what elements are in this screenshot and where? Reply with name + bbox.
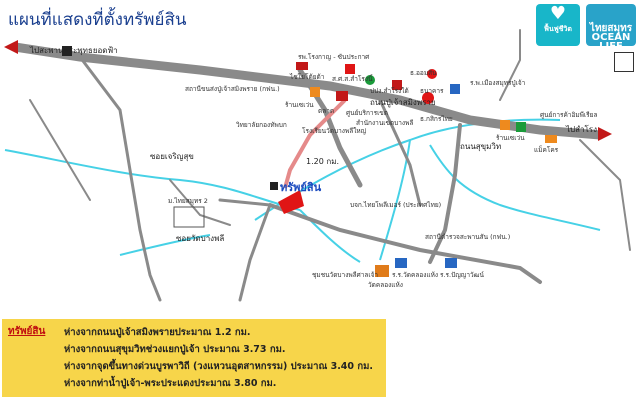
brand-logo-left: ♥ ฟื้นฟูชีวิต: [536, 4, 580, 46]
oil-station-icon: [422, 92, 434, 104]
canal-southeast: [429, 144, 601, 231]
landmark-label: แม็คโคร: [534, 146, 559, 154]
brand-logo-right: ไทยสมุทร OCEAN LIFE: [586, 4, 636, 52]
road-soi: [169, 179, 231, 226]
landmark-label: ชุมชนวัดบางพลีศาลเจ้า: [312, 271, 379, 279]
hospital-cross-icon: [345, 64, 355, 74]
hospital-icon: [296, 62, 308, 70]
landmark-label: ร้านเซเว่น: [496, 134, 525, 142]
landmark-label: ไชโยโต้ยต้า: [290, 73, 325, 81]
road-south: [268, 203, 542, 284]
landmark-label: ธนาคาร: [420, 87, 444, 95]
road-sukhumvit: [428, 123, 462, 264]
landmark-label: ศูนย์บริการเขต: [346, 109, 388, 117]
landmark-label: ปปง.สำโรงใต้: [370, 87, 409, 95]
property-pin-icon: [270, 182, 278, 190]
landmark-label: วัดคลองแห้ง: [368, 281, 403, 289]
brand-logo-right-text: ไทยสมุทร OCEAN LIFE: [589, 23, 633, 52]
brand-logo-left-text: ฟื้นฟูชีวิต: [544, 25, 572, 33]
info-line: ห่างจากท่าน้ำปู่เจ้า-พระประแดงประมาณ 3.8…: [64, 378, 277, 389]
heart-icon: ♥: [549, 3, 567, 24]
info-lead: ทรัพย์สิน: [8, 326, 46, 337]
landmark-label: ม.ไทยสมุทร 2: [168, 197, 208, 205]
landmark-label: โรงเรียนวัดบางพลีใหญ่: [302, 127, 367, 135]
landmark-label: วิทยาลัยกองทัพบก: [236, 121, 287, 129]
landmark-label: สถานีขนส่งปู่เจ้าสมิงพราย (กฟน.): [185, 85, 280, 93]
canal-sw: [119, 234, 211, 256]
arrow-east: [598, 127, 612, 141]
landmark-label: สำนักงานเขตบางพลี: [356, 119, 414, 127]
bridge-icon: [62, 46, 72, 56]
bank-icon-2: [516, 122, 526, 132]
road-label-sukhumvit: ถนนสุขุมวิท: [460, 142, 502, 151]
road-label-side2: ซอยวัดบางพลี: [176, 234, 225, 243]
landmark-label: ร.พ.เมืองสมุทรปู่เจ้า: [470, 79, 526, 87]
landmark-label: ธ.กสิกรไทย: [420, 115, 453, 123]
makro-icon: [545, 135, 557, 143]
road-west: [78, 55, 162, 302]
info-line: ห่างจากถนนปู่เจ้าสมิงพรายประมาณ 1.2 กม.: [64, 327, 251, 338]
seven-eleven-icon-2: [500, 120, 510, 130]
main-road: [10, 42, 605, 140]
canal-west: [4, 149, 301, 211]
road-property-south: [238, 203, 272, 302]
property-label: ทรัพย์สิน: [280, 181, 322, 194]
landmark-label: ตลาด: [318, 107, 335, 115]
landmark-icons: [62, 46, 557, 277]
road-north-east: [499, 29, 521, 101]
property-marker: [278, 190, 304, 214]
landmark-label: ร.ร.วัดคลองแห้ง: [392, 271, 439, 279]
road-west-2: [29, 99, 91, 201]
compass-icon: [614, 52, 634, 72]
bank-icon: [365, 75, 375, 85]
route-line: [283, 98, 347, 189]
landmark-label: ศูนย์การค้าอิมพีเรียล: [540, 111, 598, 119]
road-label-east: ไปสำโรง: [566, 125, 597, 134]
flag-icon-2: [445, 258, 457, 268]
landmark-label: ร.ร.ปัญญาวัฒน์: [440, 271, 484, 279]
info-box: ทรัพย์สิน ห่างจากถนนปู่เจ้าสมิงพรายประมา…: [2, 319, 386, 397]
temple-icon: [375, 265, 389, 277]
landmark-label: ธ.ออมสิน: [410, 69, 437, 77]
info-line: ห่างจากจุดขึ้นทางด่วนบูรพาวิถี (วงแหวนอุ…: [64, 361, 373, 372]
flag-icon: [395, 258, 407, 268]
road-sukhumvit-link: [378, 98, 422, 207]
market-icon: [336, 91, 348, 101]
school-block-icon: [173, 206, 205, 228]
road-property-west: [218, 198, 272, 207]
road-label-west: ไปสะพานพระพุทธยอดฟ้า: [30, 46, 118, 55]
landmark-label: สถานีตำรวจสะพานสัน (กฟน.): [425, 233, 511, 241]
landmark-label: บจก.ไทยโพลีเมอร์ (ประเทศไทย): [350, 201, 442, 209]
road-label-side1: ซอยเจริญสุข: [150, 152, 194, 161]
arrow-west: [4, 40, 18, 54]
landmark-label: ร้านเซเว่น: [285, 101, 314, 109]
roads: [10, 29, 631, 302]
road-label-center: ถนนปู่เจ้าสมิงพราย: [370, 98, 436, 107]
seven-eleven-icon: [310, 87, 320, 97]
gov-office-icon: [392, 80, 402, 90]
road-label-distance: 1.20 กม.: [306, 157, 340, 166]
canal-south: [299, 209, 361, 263]
landmark-label: ส.ศ.ส.สำโรงนิ์: [332, 75, 373, 83]
road-far-east: [579, 139, 631, 251]
canal-mid: [379, 139, 411, 261]
savings-bank-icon: [427, 69, 437, 79]
landmark-label: รพ.โรงกาญ - ซันประกาศ: [298, 53, 370, 61]
info-line: ห่างจากถนนสุขุมวิทช่วงแยกปู่เจ้า ประมาณ …: [64, 344, 286, 355]
school-icon: [450, 84, 460, 94]
map-title: แผนที่แสดงที่ตั้งทรัพย์สิน: [8, 10, 187, 30]
